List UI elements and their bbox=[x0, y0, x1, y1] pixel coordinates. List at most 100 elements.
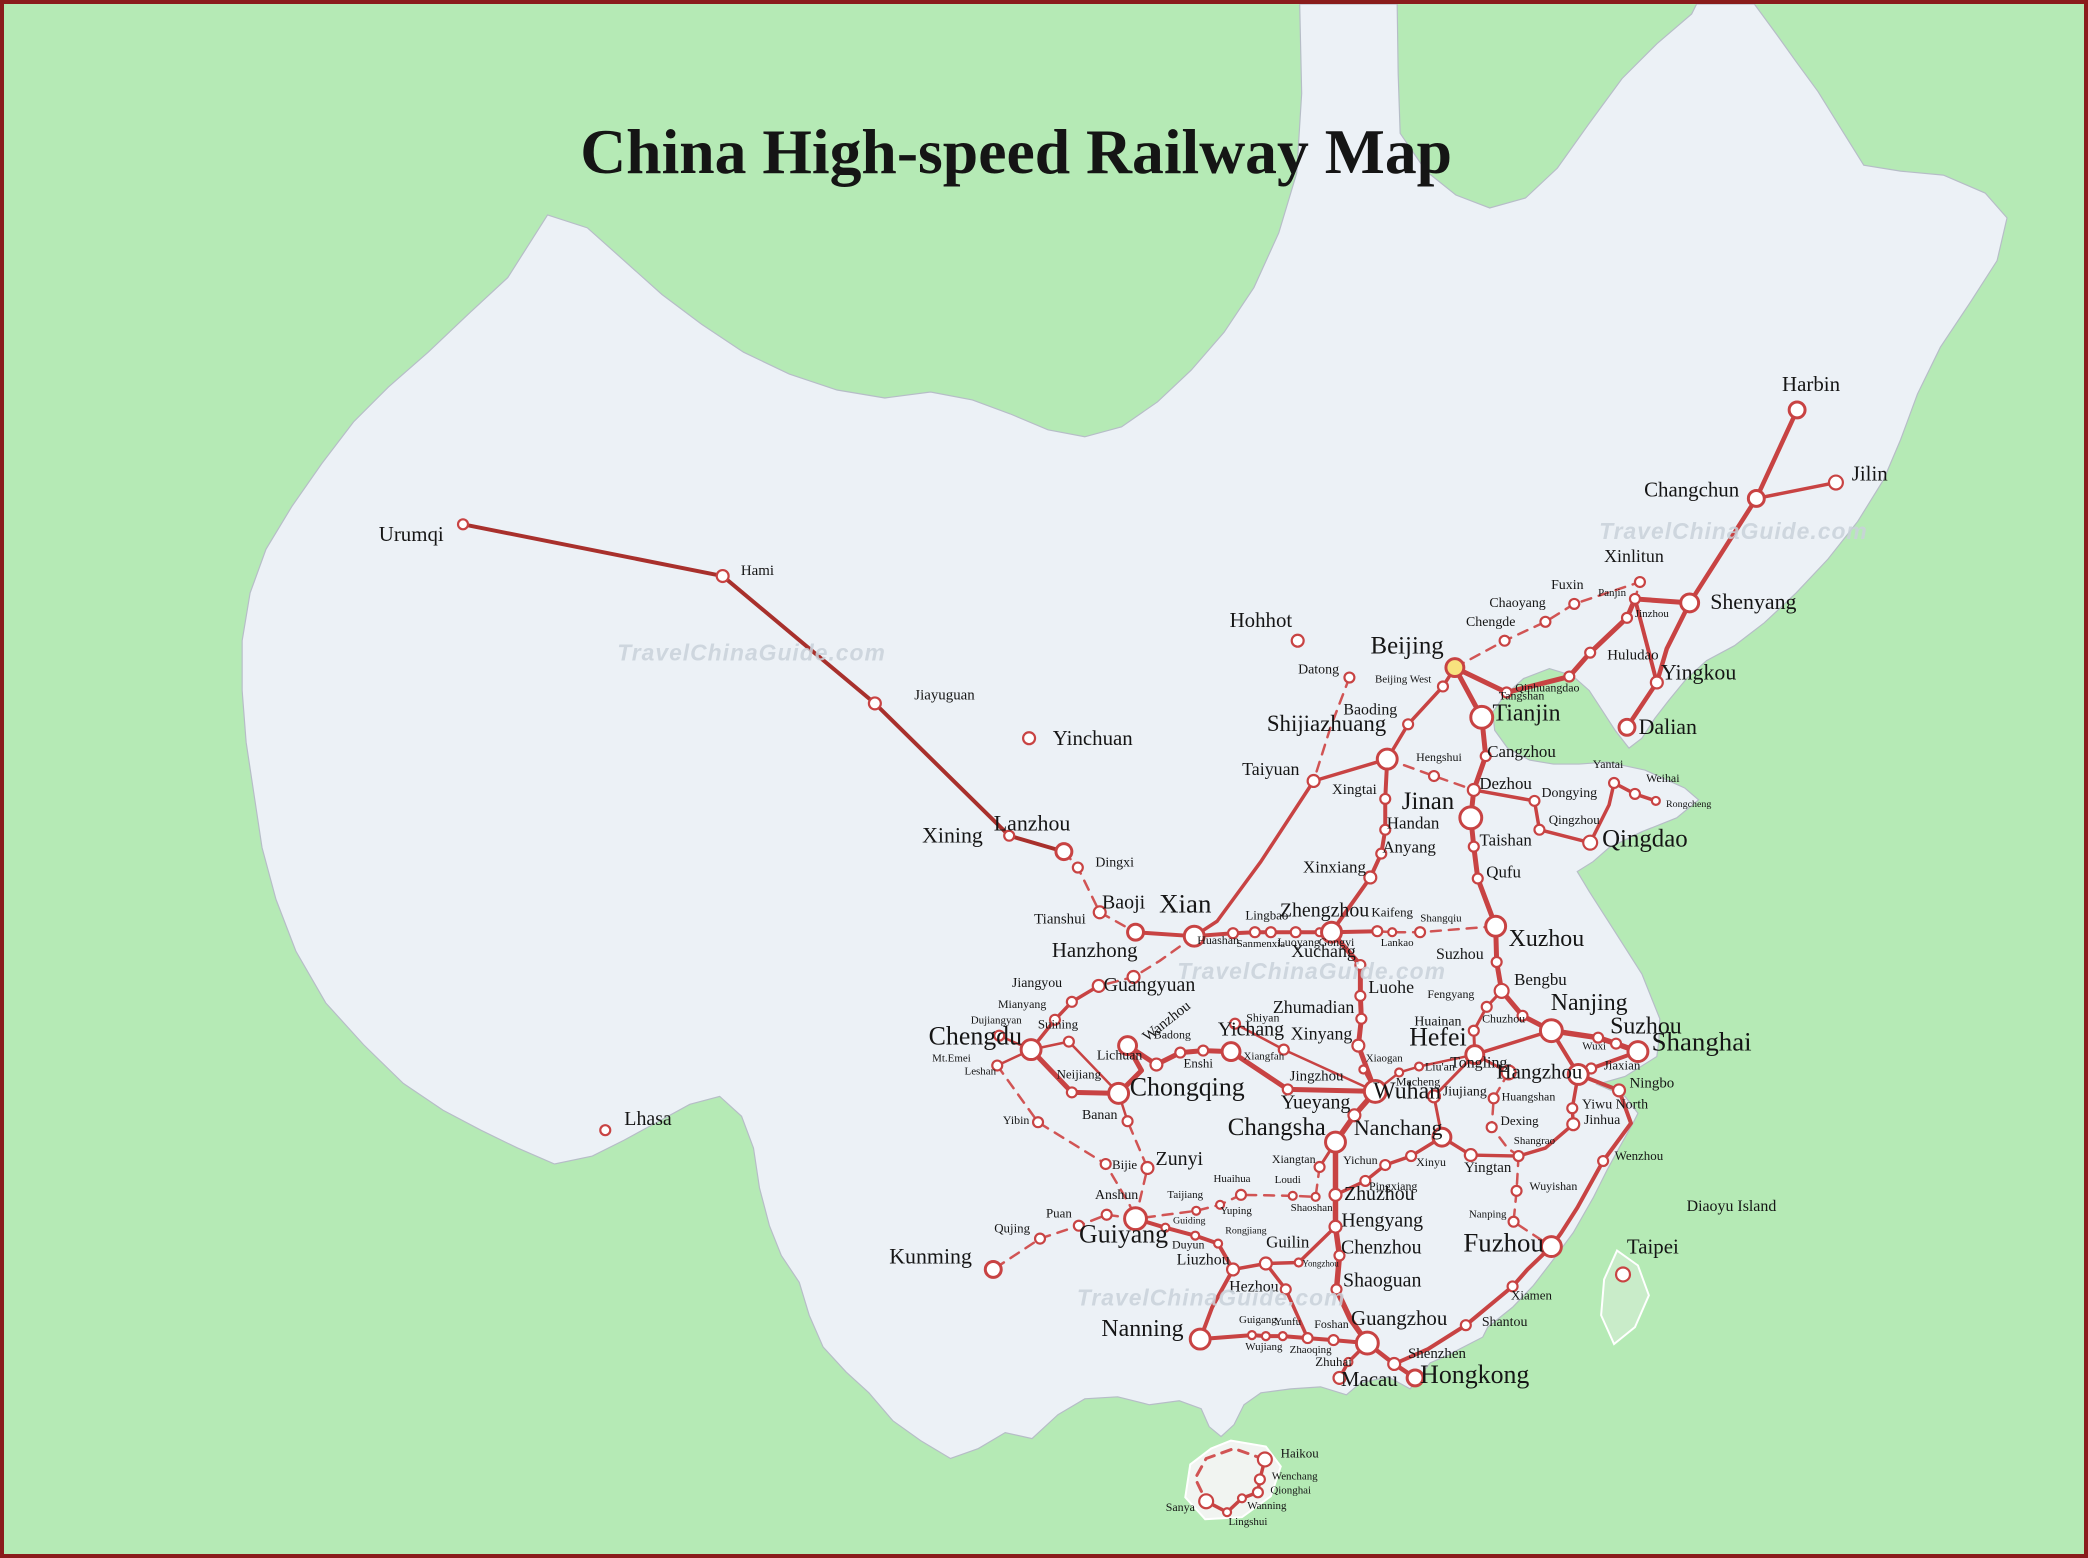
label-lanzhou: Lanzhou bbox=[994, 812, 1071, 836]
label-lankao: Lankao bbox=[1381, 937, 1414, 949]
station-jiayuguan bbox=[867, 696, 882, 711]
label-shenzhen: Shenzhen bbox=[1408, 1346, 1466, 1362]
station-bengbu bbox=[1493, 982, 1510, 999]
station-jiujiang bbox=[1426, 1089, 1442, 1104]
label-anshun: Anshun bbox=[1095, 1188, 1138, 1203]
label-chenzhou: Chenzhou bbox=[1341, 1237, 1422, 1259]
label-guigang: Guigang bbox=[1239, 1314, 1277, 1326]
label-suining: Suining bbox=[1038, 1017, 1079, 1032]
label-datong: Datong bbox=[1298, 663, 1339, 678]
label-wuxi: Wuxi bbox=[1582, 1041, 1606, 1053]
station-shangrao bbox=[1512, 1149, 1525, 1163]
label-foshan: Foshan bbox=[1314, 1317, 1348, 1331]
station-qingdao bbox=[1582, 834, 1599, 851]
station-weihai bbox=[1628, 787, 1642, 800]
station-liuzhou bbox=[1225, 1262, 1241, 1277]
label-suzhou: Suzhou bbox=[1610, 1014, 1682, 1040]
station-chuzhou bbox=[1516, 1009, 1529, 1022]
station-dongying bbox=[1528, 794, 1541, 807]
label-wuhan: Wuhan bbox=[1373, 1078, 1441, 1104]
station-pingxiang bbox=[1359, 1174, 1372, 1187]
station-tongling bbox=[1500, 1064, 1517, 1081]
label-qinhuangdao: Qinhuangdao bbox=[1515, 680, 1579, 694]
label-badong: Badong bbox=[1154, 1028, 1191, 1042]
station-xinxiang bbox=[1363, 870, 1378, 885]
station-nanping bbox=[1507, 1215, 1520, 1228]
label-yibin: Yibin bbox=[1003, 1113, 1030, 1127]
label-dingxi: Dingxi bbox=[1095, 856, 1134, 871]
label-jiaxian: Jiaxian bbox=[1604, 1058, 1641, 1073]
station-panjin bbox=[1628, 592, 1642, 605]
station-kaifeng bbox=[1371, 925, 1384, 938]
station-xuzhou bbox=[1484, 914, 1508, 938]
railway-line-10 bbox=[1311, 757, 1389, 783]
label-fuzhou: Fuzhou bbox=[1463, 1228, 1544, 1258]
station-hanzhong bbox=[1126, 969, 1141, 985]
station-luoyang bbox=[1289, 926, 1302, 939]
label-changsha: Changsha bbox=[1228, 1114, 1326, 1141]
station-suzhou bbox=[1490, 955, 1503, 969]
label-suzhou: Suzhou bbox=[1436, 946, 1484, 963]
railway-line-36 bbox=[1374, 1053, 1477, 1093]
station-sanya bbox=[1198, 1493, 1215, 1510]
label-wujiang: Wujiang bbox=[1245, 1341, 1283, 1353]
railway-line-17 bbox=[1192, 779, 1316, 938]
label-kaifeng: Kaifeng bbox=[1371, 904, 1413, 919]
station-jingzhou bbox=[1281, 1083, 1294, 1096]
label-lingbao: Lingbao bbox=[1245, 907, 1288, 922]
station-hongkong bbox=[1405, 1368, 1425, 1388]
station-hengyang bbox=[1328, 1219, 1343, 1234]
station-xiaogan bbox=[1358, 1064, 1369, 1075]
label-liu-an: Liu'an bbox=[1425, 1059, 1455, 1073]
station-huangshan bbox=[1487, 1092, 1500, 1105]
label-xinyu: Xinyu bbox=[1416, 1155, 1446, 1169]
label-huainan: Huainan bbox=[1414, 1015, 1461, 1030]
station-taipei bbox=[1614, 1266, 1632, 1283]
station-huashan bbox=[1226, 927, 1240, 940]
station-shanghai bbox=[1626, 1040, 1650, 1064]
station-nanchang bbox=[1431, 1126, 1453, 1148]
station-changchun bbox=[1746, 488, 1766, 508]
label-luoyang: Luoyang bbox=[1277, 935, 1319, 949]
station-anyang bbox=[1375, 847, 1388, 860]
label-ningbo: Ningbo bbox=[1630, 1075, 1675, 1091]
label-harbin: Harbin bbox=[1782, 372, 1841, 396]
railway-line-13 bbox=[1472, 788, 1592, 845]
label-dexing: Dexing bbox=[1501, 1113, 1540, 1128]
label-nanping: Nanping bbox=[1469, 1209, 1507, 1221]
railway-line-9 bbox=[1468, 714, 1489, 821]
label-hefei: Hefei bbox=[1409, 1023, 1466, 1052]
station-puan bbox=[1072, 1219, 1085, 1232]
station-wenchang bbox=[1253, 1473, 1266, 1486]
station-handan bbox=[1379, 823, 1392, 836]
label-qujing: Qujing bbox=[994, 1221, 1030, 1236]
label-mt-emei: Mt.Emei bbox=[932, 1053, 971, 1065]
station-baoding bbox=[1402, 718, 1415, 731]
label-hengshui: Hengshui bbox=[1416, 750, 1462, 764]
station-wuxi bbox=[1592, 1031, 1605, 1044]
station-jinzhou bbox=[1620, 611, 1634, 624]
label-taijiang: Taijiang bbox=[1167, 1189, 1203, 1201]
station-wuyishan bbox=[1510, 1184, 1523, 1197]
label-bengbu: Bengbu bbox=[1514, 970, 1567, 989]
station-hohhot bbox=[1290, 633, 1305, 648]
label-qingzhou: Qingzhou bbox=[1549, 812, 1601, 827]
station-yongzhou bbox=[1293, 1257, 1304, 1268]
label-hangzhou: Hangzhou bbox=[1497, 1059, 1583, 1083]
label-weihai: Weihai bbox=[1646, 771, 1680, 785]
station-dexing bbox=[1485, 1121, 1498, 1134]
label-puan: Puan bbox=[1046, 1206, 1072, 1221]
label-jinhua: Jinhua bbox=[1584, 1113, 1620, 1128]
label-enshi: Enshi bbox=[1183, 1056, 1213, 1071]
station-xinlitun bbox=[1633, 575, 1646, 589]
station-harbin bbox=[1787, 400, 1807, 420]
station-rongjiang bbox=[1213, 1238, 1224, 1249]
station-yichun bbox=[1379, 1158, 1392, 1172]
label-sanmenxia: Sanmenxia bbox=[1237, 938, 1286, 950]
railway-line-57 bbox=[1134, 1193, 1243, 1220]
station-taishan bbox=[1467, 840, 1480, 853]
label-yinchuan: Yinchuan bbox=[1053, 726, 1134, 750]
label-jiangyou: Jiangyou bbox=[1012, 976, 1062, 991]
railway-line-12 bbox=[1385, 757, 1476, 792]
